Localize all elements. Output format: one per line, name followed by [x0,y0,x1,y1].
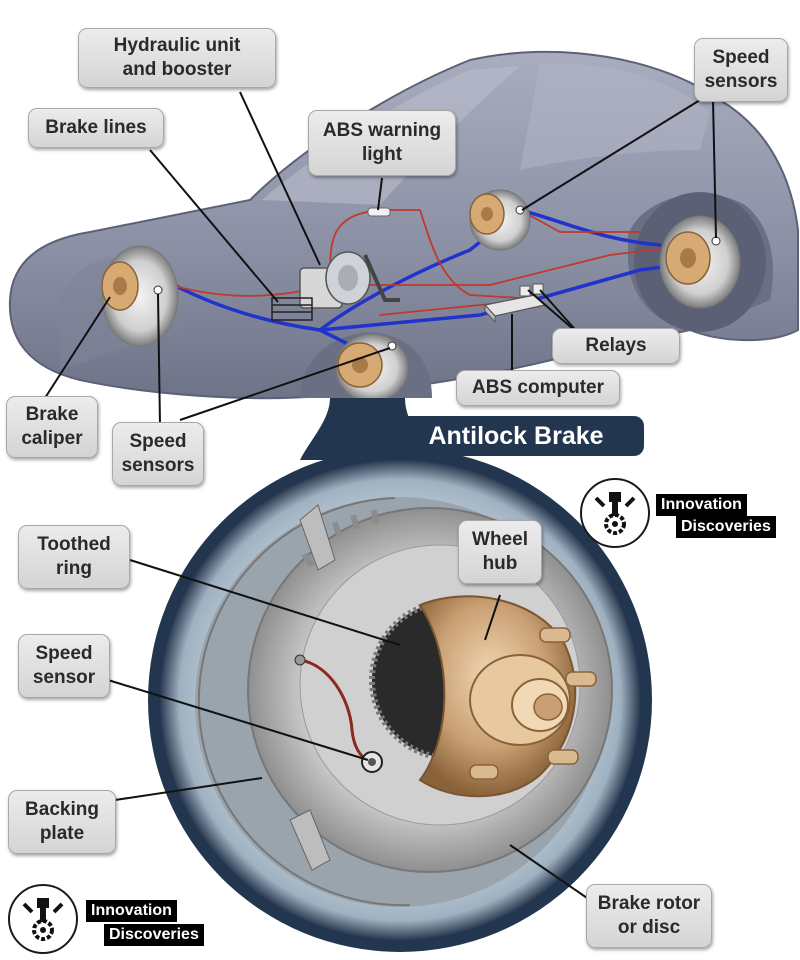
label-line: sensors [704,71,778,92]
label-line: Relays [585,335,647,356]
label-line: Brake lines [45,117,147,138]
rear-left-wheel-brake [101,245,179,347]
label-line: ring [56,558,92,579]
brand-line-2: Discoveries [104,924,204,946]
hydraulic-unit-booster [271,251,400,321]
label-line: and booster [122,59,232,80]
label-line: Backing [25,799,99,820]
label-line: ABS computer [472,377,604,398]
front-right-wheel-brake [659,215,741,309]
label-brake-caliper: Brake caliper [6,396,98,458]
label-line: or disc [617,917,681,938]
label-line: Hydraulic unit [113,35,241,56]
magnified-brake-assembly [148,448,652,952]
label-speed-sensors-top: Speed sensors [694,38,788,102]
brand-line-2: Discoveries [676,516,776,538]
piston-wrench-gear-icon [580,478,650,548]
piston-wrench-gear-icon [8,884,78,954]
label-line: plate [39,823,85,844]
label-relays: Relays [552,328,680,364]
label-line: sensors [121,455,195,476]
brand-watermark-top: Innovation Discoveries [580,478,790,550]
front-left-wheel-brake [335,333,409,403]
label-line: Brake [25,404,79,425]
label-speed-sensors-bottom: Speed sensors [112,422,204,486]
label-line: Speed [35,643,93,664]
label-brake-rotor-or-disc: Brake rotor or disc [586,884,712,948]
label-wheel-hub: Wheel hub [458,520,542,584]
label-line: Wheel [472,529,528,550]
diagram-title: Antilock Brake [388,416,644,456]
label-line: Toothed [37,534,111,555]
label-abs-computer: ABS computer [456,370,620,406]
label-line: ABS warning [322,120,442,141]
brand-line-1: Innovation [656,494,747,516]
brand-watermark-bottom: Innovation Discoveries [8,884,218,956]
label-abs-warning-light: ABS warning light [308,110,456,176]
label-hydraulic-unit-and-booster: Hydraulic unit and booster [78,28,276,88]
label-speed-sensor: Speed sensor [18,634,110,698]
label-line: light [361,144,403,165]
label-brake-lines: Brake lines [28,108,164,148]
abs-computer-module [483,294,547,324]
leader-lines [44,91,717,901]
label-line: caliper [21,428,83,449]
label-line: Speed [712,47,770,68]
label-line: hub [482,553,518,574]
label-line: Brake rotor [597,893,701,914]
rear-right-wheel-brake [469,189,531,251]
label-backing-plate: Backing plate [8,790,116,854]
label-toothed-ring: Toothed ring [18,525,130,589]
label-line: sensor [32,667,96,688]
brand-line-1: Innovation [86,900,177,922]
label-line: Speed [129,431,187,452]
